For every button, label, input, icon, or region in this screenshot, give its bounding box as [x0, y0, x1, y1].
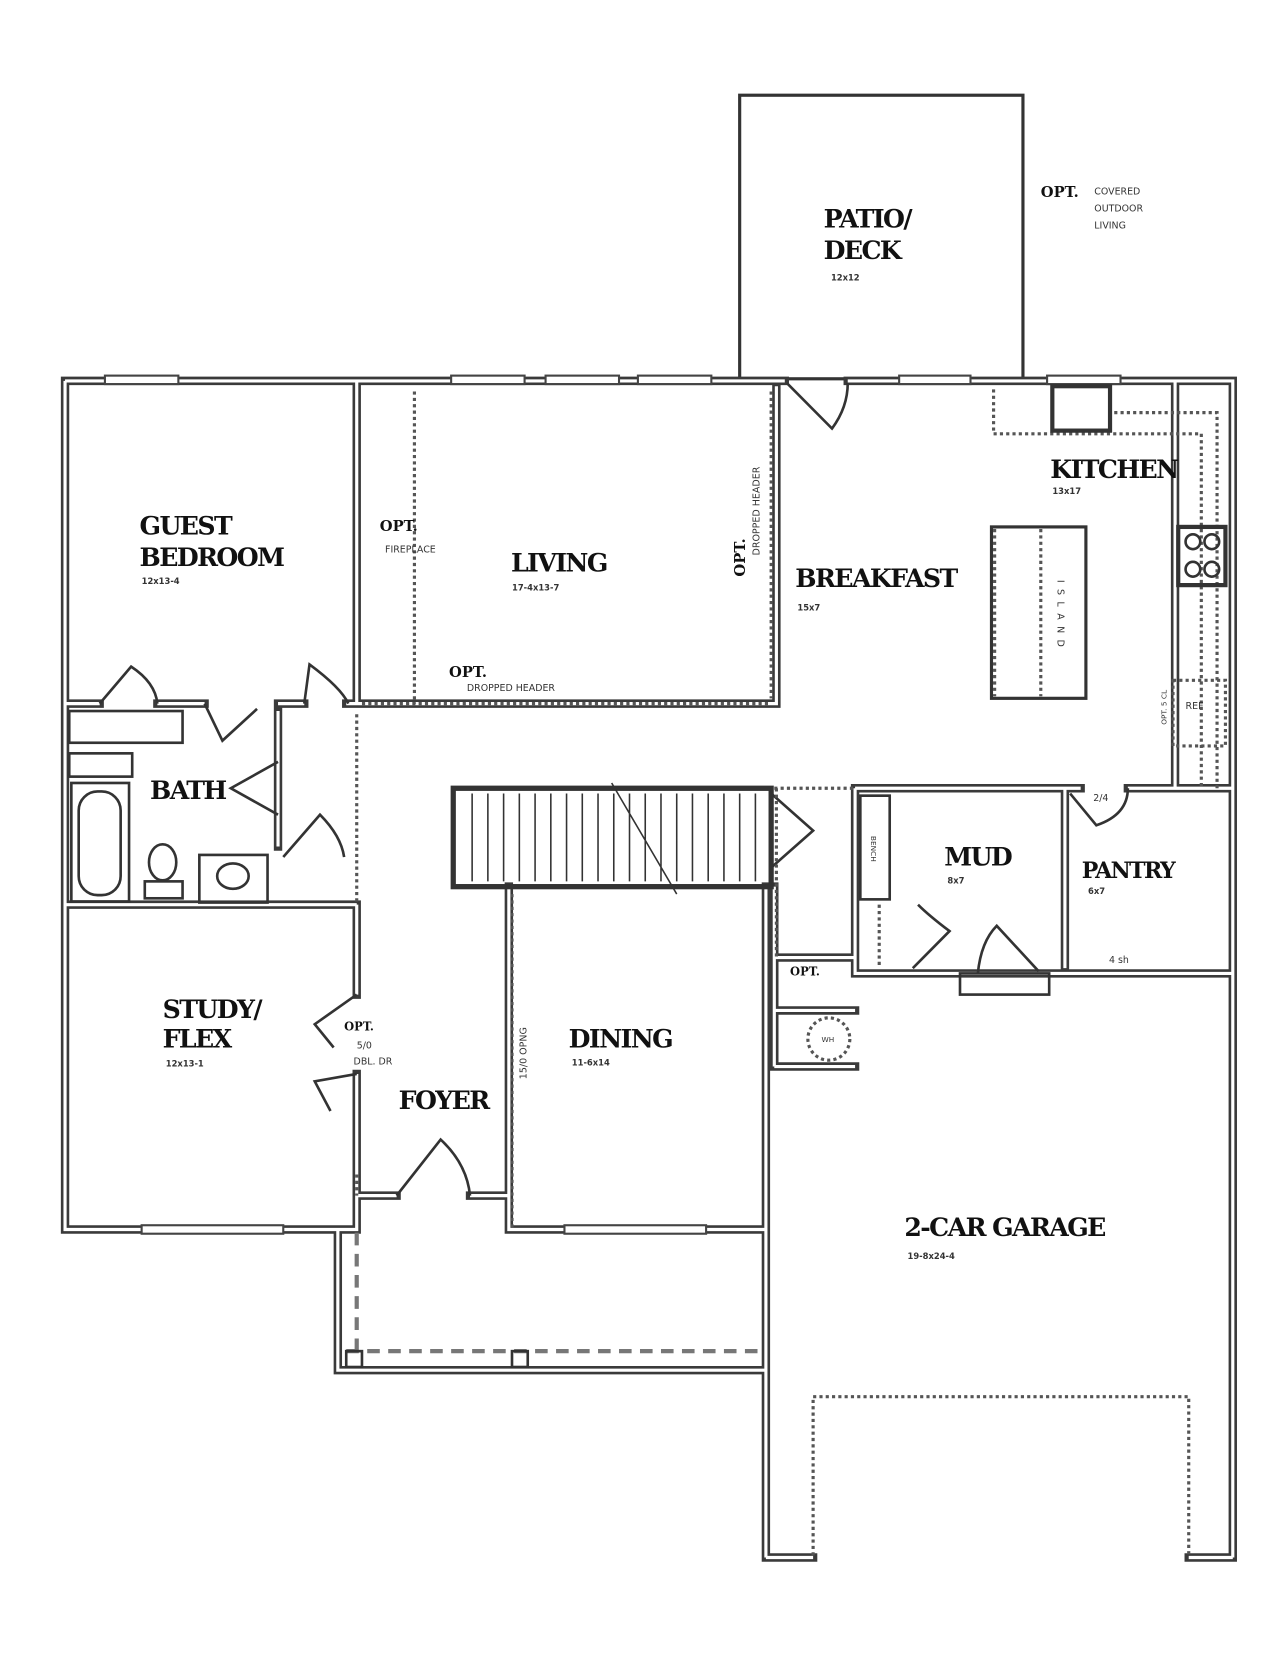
garage-dim: 19-8x24-4 [908, 1251, 955, 1261]
dining-opening: 15/0 OPNG [519, 1027, 530, 1079]
dashed-outlines [344, 389, 1219, 1556]
sink-icon [215, 862, 250, 891]
closet-opt: OPT. [790, 964, 820, 978]
study-label-2: FLEX [163, 1023, 233, 1053]
ref-side-note: OPT. 5 CL [1160, 689, 1169, 725]
dining-label: DINING [569, 1023, 672, 1053]
guest-label: GUEST [140, 510, 233, 540]
study-label: STUDY/ [163, 994, 264, 1024]
study-dim: 12x13-1 [166, 1059, 204, 1069]
dbl-door-type: DBL. DR [354, 1056, 393, 1067]
guest-dim: 12x13-4 [142, 576, 180, 586]
kitchen-dim: 13x17 [1052, 486, 1081, 496]
dbl-door-opt: OPT. [344, 1020, 374, 1034]
header-opt: OPT. [449, 664, 487, 681]
breakfast-dim: 15x7 [797, 602, 820, 612]
mud-label: MUD [944, 841, 1012, 871]
water-heater-label: WH [822, 1035, 835, 1044]
foyer-label: FOYER [399, 1085, 492, 1115]
patio-label-2: DECK [824, 235, 903, 265]
windows [103, 374, 1122, 1235]
covered-opt: OPT. [1041, 184, 1079, 201]
garage-label: 2-CAR GARAGE [904, 1212, 1105, 1242]
fireplace-note: FIREPLACE [385, 544, 436, 555]
pantry-label: PANTRY [1082, 858, 1176, 884]
kitchen-label: KITCHEN [1050, 454, 1179, 484]
kitchen-island [989, 525, 1088, 700]
sink-icon [1050, 384, 1113, 433]
bathtub-icon [77, 790, 122, 897]
covered-note: LIVING [1094, 221, 1126, 232]
island-label: ISLAND [1055, 580, 1066, 653]
ref-label: REF [1186, 701, 1204, 712]
living-label: LIVING [511, 547, 607, 577]
dbl-door-size: 5/0 [357, 1041, 372, 1052]
breakfast-label: BREAKFAST [795, 563, 958, 593]
doors [98, 382, 1130, 1197]
room-labels: PATIO/ DECK 12x12 OPT. COVERED OUTDOOR L… [140, 184, 1204, 1261]
guest-label-2: BEDROOM [140, 542, 284, 572]
side-header-opt: OPT. [732, 538, 749, 576]
patio-dim: 12x12 [831, 272, 860, 282]
pantry-door: 2/4 [1093, 793, 1108, 804]
dining-dim: 11-6x14 [572, 1057, 610, 1067]
pantry-dim: 6x7 [1088, 886, 1105, 896]
refrigerator [1171, 678, 1228, 748]
side-header-note: DROPPED HEADER [752, 466, 763, 555]
mud-dim: 8x7 [947, 875, 964, 885]
cooktop-icon [1176, 524, 1228, 588]
patio-label: PATIO/ [824, 203, 914, 233]
bath-fixtures [67, 709, 269, 904]
header-note: DROPPED HEADER [467, 683, 556, 694]
covered-note: COVERED [1094, 187, 1140, 198]
bath-label: BATH [150, 775, 226, 805]
pantry-shelf: 4 sh [1109, 955, 1129, 966]
bench-label: BENCH [869, 836, 878, 862]
kitchen-fixtures [989, 384, 1228, 748]
covered-note: OUTDOOR [1094, 204, 1143, 215]
staircase [450, 782, 774, 895]
living-dim: 17-4x13-7 [512, 582, 559, 592]
fireplace-opt: OPT. [380, 518, 418, 535]
toilet-icon [147, 843, 178, 882]
